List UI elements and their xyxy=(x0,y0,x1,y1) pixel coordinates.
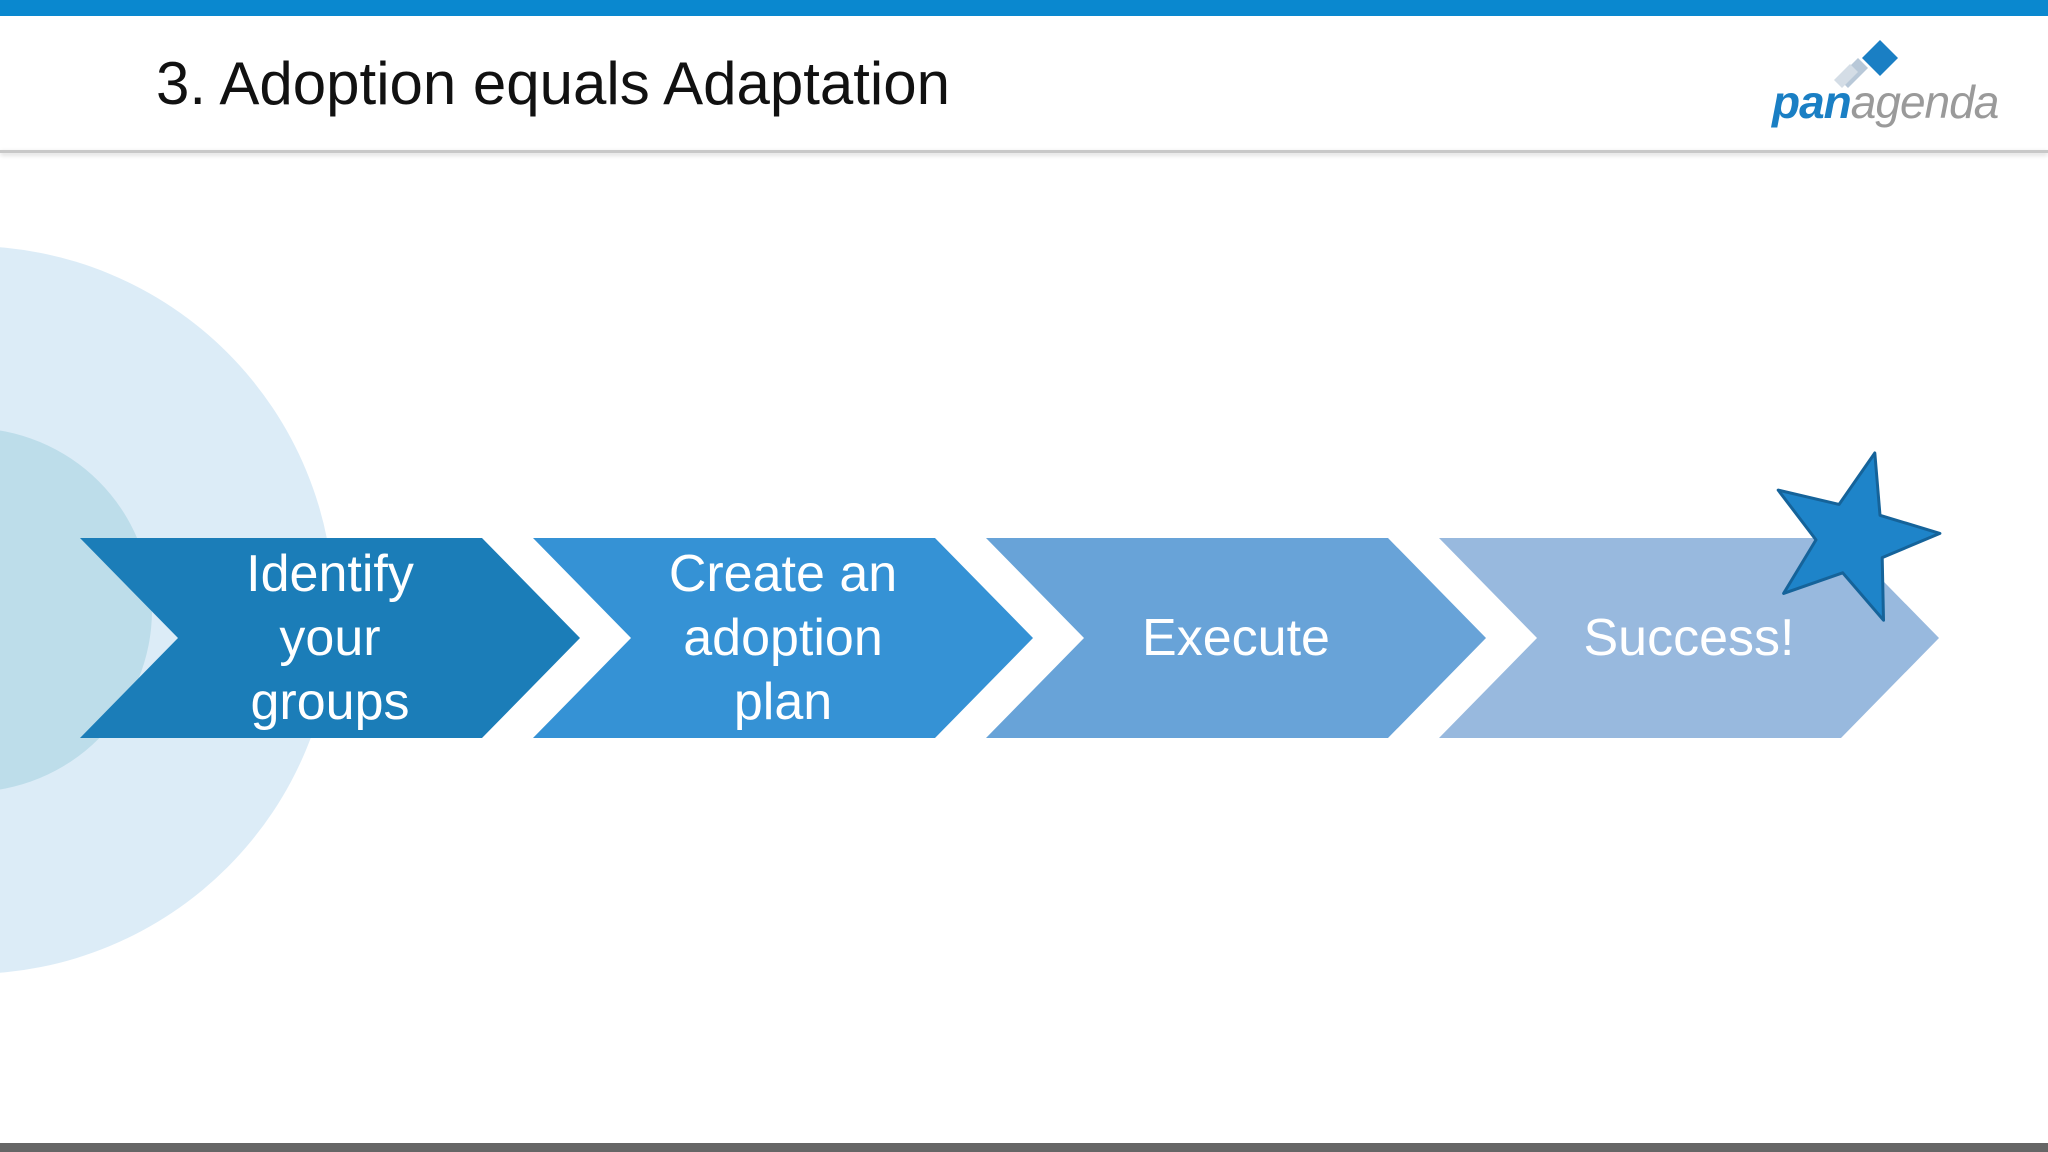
step-label-4: Success! xyxy=(1489,606,1889,670)
step-label-line: Create an xyxy=(668,545,898,603)
step-label-1: Identify your groups xyxy=(130,542,530,734)
chevron-step-1 xyxy=(80,538,580,738)
logo-agenda-text: agenda xyxy=(1850,76,1999,128)
step-label-line: your xyxy=(279,609,381,667)
logo-pan-text: pan xyxy=(1772,76,1852,128)
chevron-step-4 xyxy=(1439,538,1939,738)
slide-title: 3. Adoption equals Adaptation xyxy=(156,50,951,117)
panagenda-logo: panagenda xyxy=(1764,38,2034,138)
step-label-line: Success! xyxy=(1583,609,1795,667)
step-label-line: Identify xyxy=(246,545,414,603)
step-label-2: Create an adoption plan xyxy=(583,542,983,734)
logo-mark-icon xyxy=(1834,40,1898,88)
top-accent-bar xyxy=(0,0,2048,16)
chevron-step-2 xyxy=(533,538,1033,738)
slide-header xyxy=(0,16,2048,150)
step-label-line: groups xyxy=(250,673,410,731)
step-label-line: plan xyxy=(733,673,833,731)
step-label-line: Execute xyxy=(1142,609,1330,667)
step-label-line: adoption xyxy=(683,609,883,667)
star-icon xyxy=(1776,451,1942,622)
logo-wordmark: panagenda xyxy=(1772,74,1999,130)
step-label-3: Execute xyxy=(1036,606,1436,670)
chevron-step-3 xyxy=(986,538,1486,738)
header-divider xyxy=(0,150,2048,153)
bottom-bar xyxy=(0,1143,2048,1152)
background-circle-inner xyxy=(0,430,152,790)
